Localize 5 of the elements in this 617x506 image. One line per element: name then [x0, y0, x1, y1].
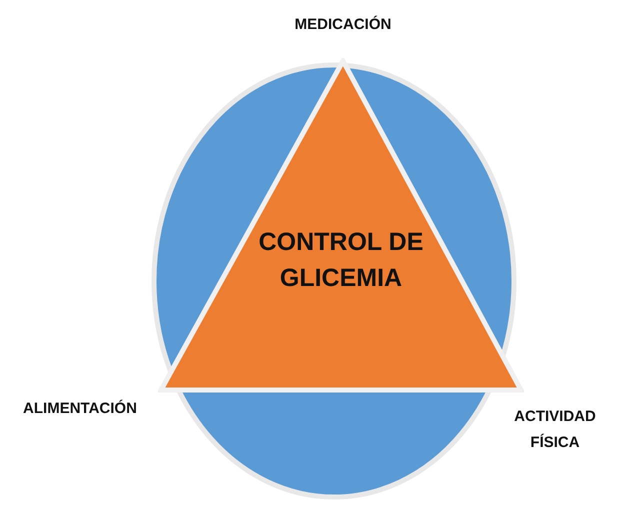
- vertex-label: ACTIVIDAD FÍSICA: [513, 407, 597, 453]
- vertex-label: ALIMENTACIÓN: [22, 398, 138, 419]
- node-title: CONTROL DE GLICEMIA: [258, 227, 424, 294]
- vertex-label: MEDICACIÓN: [294, 14, 392, 35]
- triangle-shape: [158, 58, 524, 394]
